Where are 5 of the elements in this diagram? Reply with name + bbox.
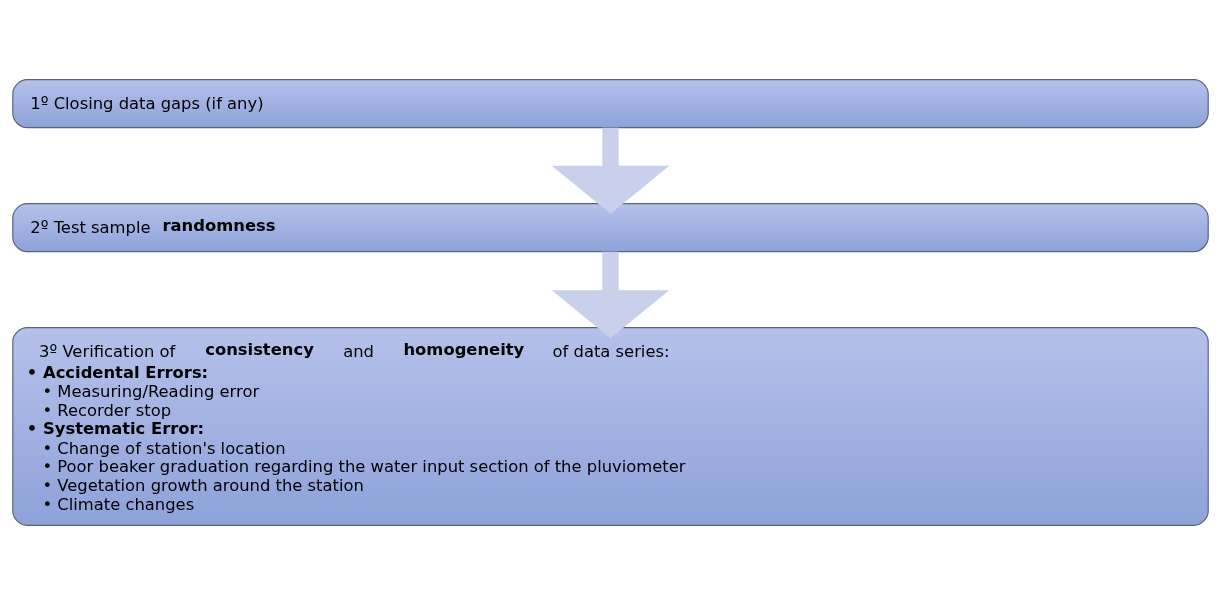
arrow xyxy=(551,251,670,339)
arrow xyxy=(551,127,670,214)
node-box: 2º Test sample randomness xyxy=(12,203,1209,253)
node-box: 1º Closing data gaps (if any) xyxy=(12,79,1209,129)
node-box: 3º Verification of consistency and homogeneity of data series: • Accidental Errors: • Measuring/Reading error • Recorder stop • Systematic Error: • Change of station's location • Poor beaker graduation regarding the water input section of the pluviometer • Vegetation growth around the station • Climate changes xyxy=(12,327,1209,526)
